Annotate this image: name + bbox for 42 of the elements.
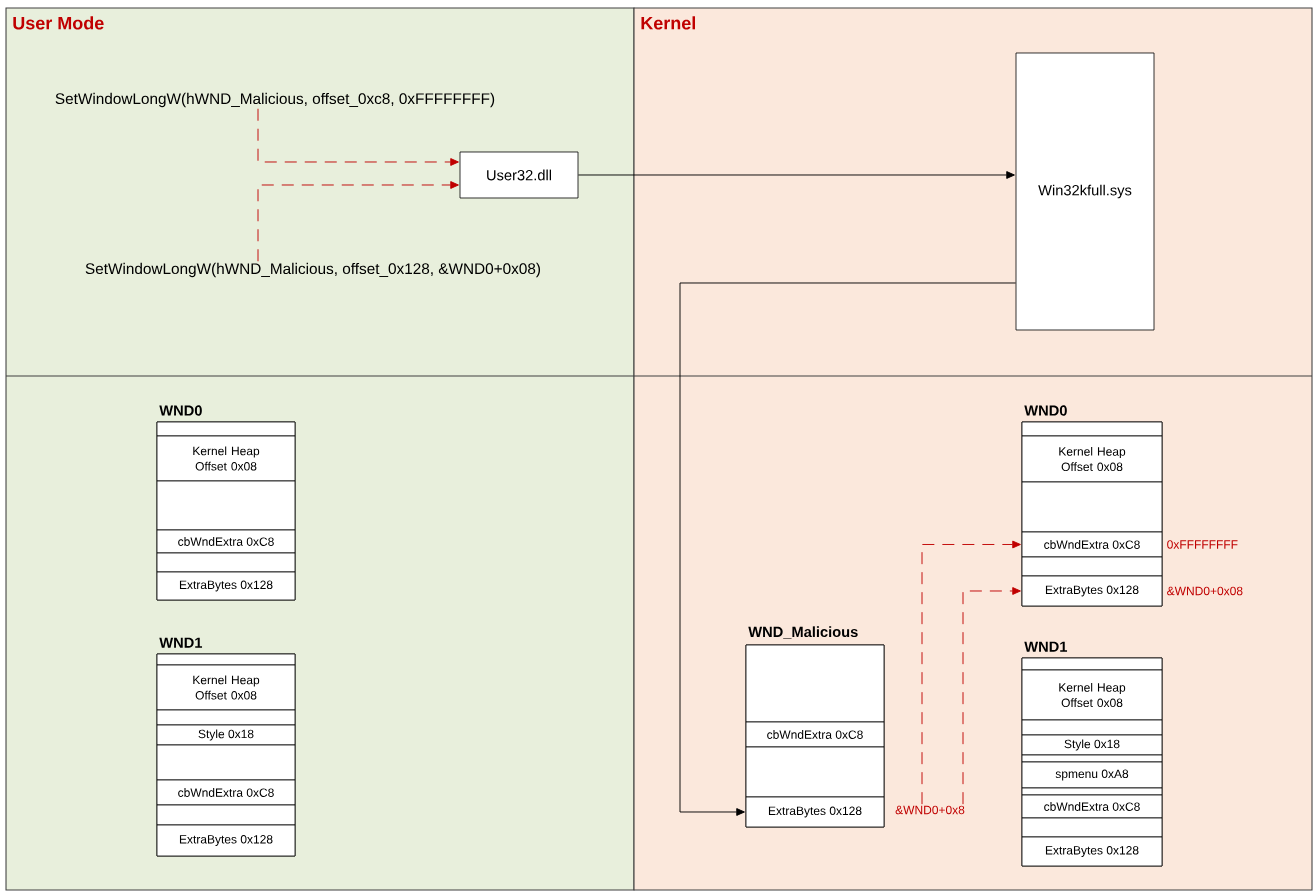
empty-memory-cell [745, 746, 885, 798]
arrow [962, 587, 1021, 805]
module-box: User32.dll [459, 151, 579, 199]
node-label: WND1 [1024, 641, 1068, 652]
arrow [257, 108, 459, 166]
empty-memory-cell [1021, 787, 1163, 796]
empty-memory-cell [1021, 421, 1163, 437]
memory-cell: ExtraBytes 0x128 [745, 796, 885, 828]
memory-cell: ExtraBytes 0x128 [156, 571, 296, 601]
empty-memory-cell [1021, 481, 1163, 533]
arrow [921, 540, 1021, 805]
node-label: WND1 [159, 637, 203, 648]
empty-memory-cell [1021, 719, 1163, 736]
function-call-text: SetWindowLongW(hWND_Malicious, offset_0xc8, 0xFFFFFFFF) [55, 92, 495, 108]
empty-memory-cell [156, 421, 296, 437]
memory-cell: ExtraBytes 0x128 [1021, 836, 1163, 867]
node-label: WND_Malicious [748, 626, 858, 639]
empty-memory-cell [156, 744, 296, 781]
empty-memory-cell [1021, 556, 1163, 577]
empty-memory-cell [1021, 754, 1163, 763]
empty-memory-cell [1021, 817, 1163, 838]
memory-cell: cbWndExtra 0xC8 [745, 721, 885, 748]
node-label: WND0 [159, 405, 202, 416]
empty-memory-cell [156, 804, 296, 826]
memory-cell: ExtraBytes 0x128 [1021, 575, 1163, 607]
module-box: Win32kfull.sys [1015, 52, 1155, 331]
memory-cell: cbWndExtra 0xC8 [156, 529, 296, 554]
arrow [679, 282, 1017, 816]
function-call-text: SetWindowLongW(hWND_Malicious, offset_0x128, &WND0+0x08) [85, 262, 541, 278]
memory-cell: cbWndExtra 0xC8 [1021, 531, 1163, 558]
memory-cell: ExtraBytes 0x128 [156, 824, 296, 857]
empty-memory-cell [156, 552, 296, 573]
node-label: WND0 [1024, 405, 1067, 416]
value-label: &WND0+0x8 [895, 805, 965, 815]
memory-cell: cbWndExtra 0xC8 [156, 779, 296, 806]
arrow [257, 181, 459, 262]
value-label: 0xFFFFFFFF [1167, 540, 1238, 549]
value-label: &WND0+0x08 [1167, 586, 1243, 596]
empty-memory-cell [156, 653, 296, 666]
memory-cell: Style 0x18 [156, 724, 296, 746]
arrow [577, 171, 1015, 179]
empty-memory-cell [156, 709, 296, 726]
